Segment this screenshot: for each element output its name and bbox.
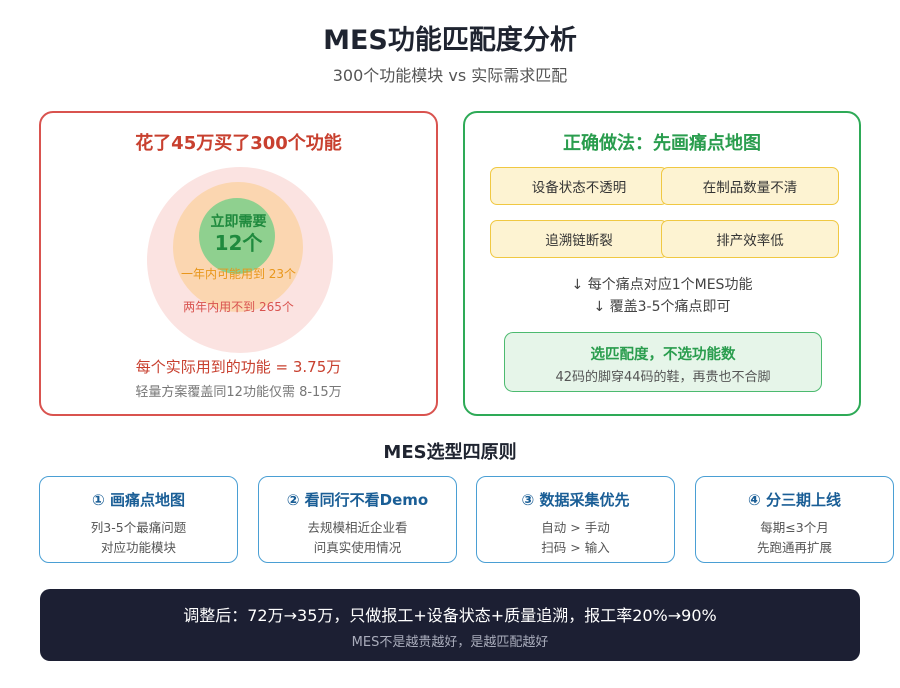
principle-card-title: ④ 分三期上线 bbox=[748, 491, 841, 509]
lightweight-cost-note: 轻量方案覆盖同12功能仅需 8-15万 bbox=[135, 385, 342, 400]
pain-map-title: 正确做法：先画痛点地图 bbox=[563, 133, 761, 154]
match-callout-subtitle: 42码的脚穿44码的鞋，再贵也不合脚 bbox=[555, 370, 771, 385]
immediate-need-label: 立即需要 bbox=[210, 214, 267, 230]
page-title: MES功能匹配度分析 bbox=[323, 25, 577, 56]
pain-point-wip-quantity: 在制品数量不清 bbox=[661, 167, 839, 205]
principle-card-line: 对应功能模块 bbox=[100, 540, 176, 555]
two-years-label: 两年内用不到 265个 bbox=[183, 300, 294, 314]
principle-card-pain-map: ① 画痛点地图 列3-5个最痛问题 对应功能模块 bbox=[39, 476, 238, 563]
principle-card-line: 去规模相近企业看 bbox=[307, 520, 408, 535]
pain-point-traceability: 追溯链断裂 bbox=[490, 220, 668, 258]
principle-card-data-collection: ③ 数据采集优先 自动 > 手动 扫码 > 输入 bbox=[476, 476, 675, 563]
pain-point-scheduling: 排产效率低 bbox=[661, 220, 839, 258]
principle-card-line: 列3-5个最痛问题 bbox=[90, 520, 187, 535]
pain-map-panel: 正确做法：先画痛点地图 设备状态不透明 在制品数量不清 追溯链断裂 排产效率低 … bbox=[463, 111, 861, 416]
principle-card-line: 先跑通再扩展 bbox=[756, 540, 832, 555]
principle-card-title: ① 画痛点地图 bbox=[92, 491, 185, 509]
principles-title: MES选型四原则 bbox=[383, 442, 517, 463]
summary-main: 调整后：72万→35万，只做报工+设备状态+质量追溯，报工率20%→90% bbox=[183, 606, 717, 625]
one-year-label: 一年内可能用到 23个 bbox=[180, 267, 297, 281]
cost-panel-title: 花了45万买了300个功能 bbox=[135, 133, 342, 154]
summary-sub: MES不是越贵越好，是越匹配越好 bbox=[351, 635, 549, 650]
principle-card-phased-launch: ④ 分三期上线 每期≤3个月 先跑通再扩展 bbox=[695, 476, 894, 563]
mapping-note-2: ↓ 覆盖3-5个痛点即可 bbox=[593, 299, 731, 315]
match-callout-title: 选匹配度，不选功能数 bbox=[590, 347, 736, 363]
pain-point-equipment-status: 设备状态不透明 bbox=[490, 167, 668, 205]
principle-card-line: 扫码 > 输入 bbox=[541, 540, 610, 555]
principle-card-title: ③ 数据采集优先 bbox=[521, 491, 630, 509]
cost-panel: 花了45万买了300个功能 立即需要 12个 一年内可能用到 23个 两年内用不… bbox=[39, 111, 438, 416]
principle-card-line: 每期≤3个月 bbox=[760, 520, 829, 535]
cost-per-function: 每个实际用到的功能 = 3.75万 bbox=[135, 358, 342, 376]
mapping-note-1: ↓ 每个痛点对应1个MES功能 bbox=[571, 277, 753, 293]
principle-card-peers: ② 看同行不看Demo 去规模相近企业看 问真实使用情况 bbox=[258, 476, 457, 563]
principle-card-line: 问真实使用情况 bbox=[313, 540, 402, 555]
page-subtitle: 300个功能模块 vs 实际需求匹配 bbox=[332, 66, 568, 85]
match-callout: 选匹配度，不选功能数 42码的脚穿44码的鞋，再贵也不合脚 bbox=[504, 332, 822, 392]
principle-card-title: ② 看同行不看Demo bbox=[286, 491, 429, 509]
inner-circle-immediate bbox=[199, 198, 275, 274]
principle-card-line: 自动 > 手动 bbox=[541, 520, 610, 535]
immediate-need-count: 12个 bbox=[214, 231, 263, 255]
summary-bar: 调整后：72万→35万，只做报工+设备状态+质量追溯，报工率20%→90% ME… bbox=[40, 589, 860, 661]
